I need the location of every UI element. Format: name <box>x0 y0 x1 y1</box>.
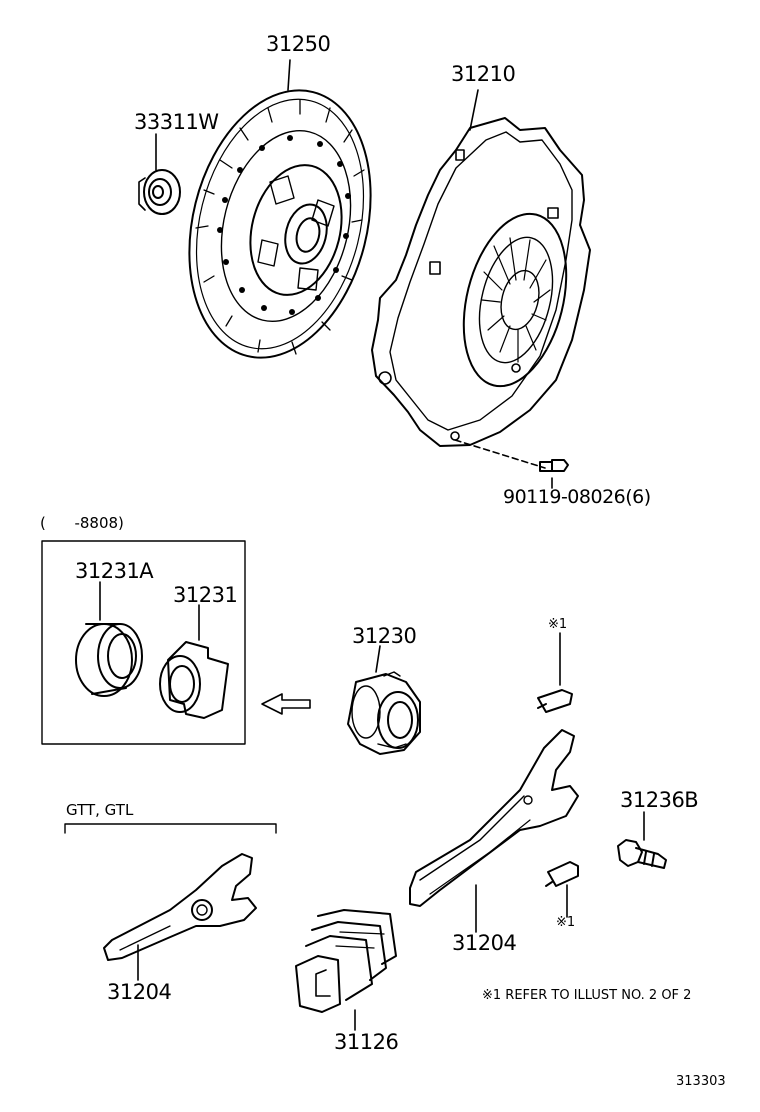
release-bearing-31230 <box>347 671 421 755</box>
label-31230: 31230 <box>352 624 417 648</box>
label-mark-bottom: ※1 <box>556 915 576 930</box>
clip-top <box>537 689 573 713</box>
label-31204-left: 31204 <box>107 980 172 1004</box>
leader-lines <box>99 59 645 1031</box>
pilot-bearing-33311w <box>138 169 181 215</box>
release-fork-31204-left <box>103 853 257 961</box>
label-31250: 31250 <box>266 32 331 56</box>
label-90119: 90119-08026(6) <box>503 486 651 508</box>
label-gtt-gtl: GTT, GTL <box>66 801 134 819</box>
label-33311w: 33311W <box>134 110 219 134</box>
clutch-disc-31250 <box>188 89 372 359</box>
release-hub-31231 <box>159 641 229 719</box>
label-31210: 31210 <box>451 62 516 86</box>
label-31231: 31231 <box>173 583 238 607</box>
label-date-range: ( -8808) <box>40 514 124 532</box>
label-31236b: 31236B <box>620 788 699 812</box>
label-31126: 31126 <box>334 1030 399 1054</box>
direction-arrow <box>261 693 311 715</box>
bolt-90119 <box>539 459 569 472</box>
gtt-gtl-bracket <box>64 823 277 834</box>
label-31231a: 31231A <box>75 559 154 583</box>
release-fork-31204-right <box>409 729 579 907</box>
inset-box <box>41 540 246 745</box>
boot-31126 <box>295 909 397 1013</box>
release-bearing-31231a <box>75 623 143 697</box>
pivot-31236b <box>617 839 667 869</box>
label-illustration-number: 313303 <box>676 1074 726 1089</box>
clutch-cover-31210 <box>371 117 591 447</box>
label-mark-top: ※1 <box>548 617 568 632</box>
label-refer-note: ※1 REFER TO ILLUST NO. 2 OF 2 <box>482 988 692 1003</box>
label-31204-right: 31204 <box>452 931 517 955</box>
clip-bottom <box>545 861 579 887</box>
